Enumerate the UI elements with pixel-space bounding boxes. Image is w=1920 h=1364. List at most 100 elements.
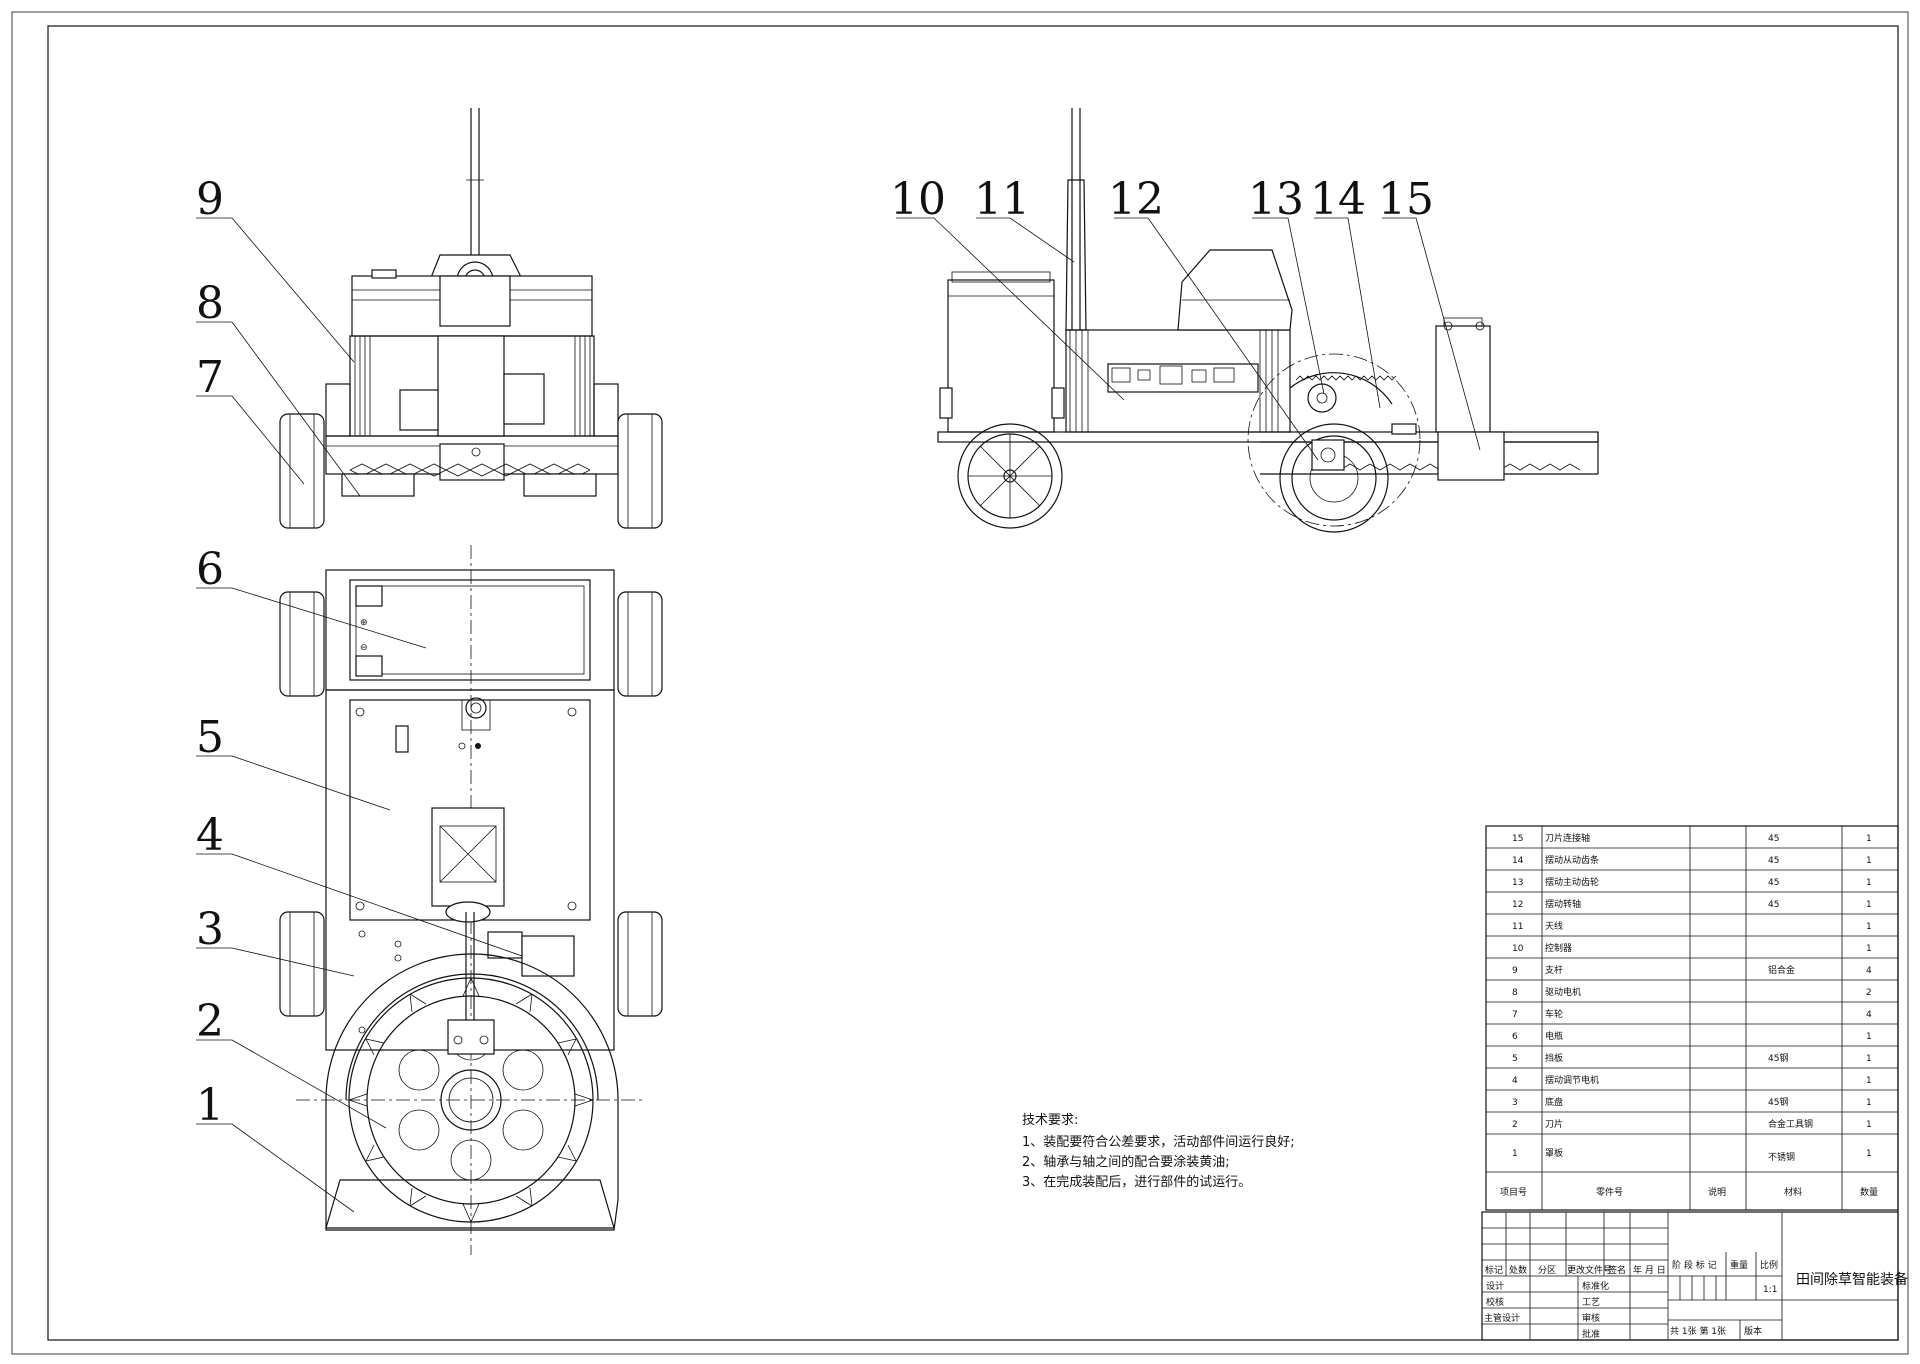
notes-line-1: 1、装配要符合公差要求，活动部件间运行良好;: [1022, 1134, 1295, 1150]
bom-cell-qty: 1: [1866, 1076, 1872, 1086]
scale-label: 比例: [1760, 1259, 1778, 1271]
bom-cell-qty: 1: [1866, 1054, 1872, 1064]
bom-cell-no: 14: [1512, 856, 1524, 866]
bom-cell-qty: 1: [1866, 900, 1872, 910]
bom-cell-name: 摆动从动齿条: [1545, 854, 1599, 866]
bom-row: 4 摆动调节电机 1: [1512, 1074, 1872, 1086]
bom-cell-name: 底盘: [1545, 1096, 1563, 1108]
bom-cell-name: 挡板: [1545, 1052, 1563, 1064]
bom-cell-qty: 1: [1866, 1098, 1872, 1108]
bom-cell-name: 罩板: [1545, 1147, 1563, 1159]
callout-11: 11: [974, 174, 1030, 225]
bom-cell-material: 不锈钢: [1768, 1151, 1795, 1163]
callout-7: 7: [196, 352, 224, 403]
bom-cell-no: 8: [1512, 988, 1518, 998]
bom-cell-name: 控制器: [1545, 942, 1572, 954]
callout-13: 13: [1248, 174, 1304, 225]
bom-cell-name: 车轮: [1545, 1008, 1563, 1020]
role-chief-design: 主管设计: [1484, 1312, 1520, 1324]
rev-header-zone: 分区: [1538, 1265, 1556, 1276]
top-view: ⊕ ⊖: [279, 545, 663, 1255]
outer-border: [11, 11, 1909, 1355]
bom-row: 5 挡板 45钢 1: [1512, 1052, 1872, 1064]
leader-lines: [196, 217, 1481, 1213]
version-label: 版本: [1744, 1325, 1762, 1337]
bom-header-no: 项目号: [1500, 1187, 1527, 1198]
svg-text:⊕: ⊕: [360, 618, 368, 628]
bom-cell-material: 45: [1768, 900, 1779, 910]
callout-12: 12: [1108, 174, 1164, 225]
bom-cell-material: 45钢: [1768, 1052, 1788, 1064]
callout-4: 4: [196, 810, 224, 861]
bom-cell-name: 摆动主动齿轮: [1545, 876, 1599, 888]
callout-2: 2: [196, 996, 224, 1047]
stage-mark-label: 阶 段 标 记: [1672, 1259, 1717, 1271]
bom-row: 6 电瓶 1: [1512, 1030, 1872, 1042]
bom-cell-material: 45: [1768, 878, 1779, 888]
bom-cell-material: 45钢: [1768, 1096, 1788, 1108]
bom-cell-no: 11: [1512, 922, 1523, 932]
bom-cell-name: 摆动转轴: [1545, 898, 1581, 910]
callout-1: 1: [196, 1080, 224, 1131]
callout-14: 14: [1310, 174, 1366, 225]
bom-header-desc: 说明: [1708, 1186, 1726, 1198]
role-standardization: 标准化: [1582, 1280, 1609, 1292]
bom-cell-qty: 1: [1866, 1120, 1872, 1130]
notes-line-3: 3、在完成装配后，进行部件的试运行。: [1022, 1174, 1251, 1190]
bom-row: 11 天线 1: [1512, 920, 1872, 932]
bom-cell-no: 12: [1512, 900, 1523, 910]
bom-row: 12 摆动转轴 45 1: [1512, 898, 1872, 910]
bom-cell-name: 天线: [1545, 920, 1563, 932]
drawing-title: 田间除草智能装备: [1796, 1271, 1908, 1288]
rev-header-docno: 更改文件号: [1567, 1264, 1612, 1276]
scale-value: 1:1: [1763, 1285, 1777, 1295]
bom-cell-no: 2: [1512, 1120, 1518, 1130]
bom-cell-name: 刀片: [1545, 1118, 1563, 1130]
bom-cell-qty: 2: [1866, 988, 1872, 998]
bom-cell-qty: 1: [1866, 1032, 1872, 1042]
bom-cell-name: 电瓶: [1545, 1030, 1563, 1042]
bom-cell-no: 6: [1512, 1032, 1518, 1042]
bom-cell-name: 摆动调节电机: [1545, 1074, 1599, 1086]
bom-cell-qty: 1: [1866, 1149, 1872, 1159]
side-view: [937, 108, 1599, 533]
callout-5: 5: [196, 712, 224, 763]
callout-15: 15: [1378, 174, 1434, 225]
bom-header-row: 项目号 零件号 说明 材料 数量: [1500, 1186, 1878, 1198]
bom-cell-no: 5: [1512, 1054, 1518, 1064]
bom-cell-material: 铝合金: [1768, 964, 1795, 976]
title-block: 标记 处数 分区 更改文件号 签名 年 月 日 设计 校核 主管设计 标准化 工…: [1481, 1211, 1908, 1341]
callout-3: 3: [196, 904, 224, 955]
bom-cell-qty: 1: [1866, 878, 1872, 888]
bom-cell-qty: 1: [1866, 922, 1872, 932]
bom-cell-no: 4: [1512, 1076, 1518, 1086]
callout-9: 9: [196, 174, 224, 225]
bom-cell-no: 10: [1512, 944, 1524, 954]
bom-cell-qty: 4: [1866, 1010, 1872, 1020]
callout-numbers: 9 8 7 6 5 4 3 2 1 10 11 12 13 14 15: [196, 174, 1434, 1131]
inner-border: [47, 25, 1899, 1341]
svg-text:⊖: ⊖: [360, 643, 368, 653]
bom-cell-name: 刀片连接轴: [1545, 832, 1590, 844]
role-check: 校核: [1486, 1296, 1504, 1308]
front-view: [279, 108, 663, 529]
rev-header-date: 年 月 日: [1633, 1264, 1666, 1276]
role-design: 设计: [1486, 1280, 1504, 1292]
role-process: 工艺: [1582, 1297, 1600, 1308]
technical-requirements: 技术要求: 1、装配要符合公差要求，活动部件间运行良好; 2、轴承与轴之间的配合…: [1022, 1113, 1295, 1190]
weight-label: 重量: [1730, 1259, 1748, 1271]
bom-cell-material: 45: [1768, 856, 1779, 866]
bom-cell-material: 45: [1768, 834, 1779, 844]
sheet-count: 共 1张 第 1张: [1670, 1325, 1726, 1337]
bom-cell-qty: 1: [1866, 834, 1872, 844]
role-approve: 批准: [1582, 1328, 1600, 1340]
